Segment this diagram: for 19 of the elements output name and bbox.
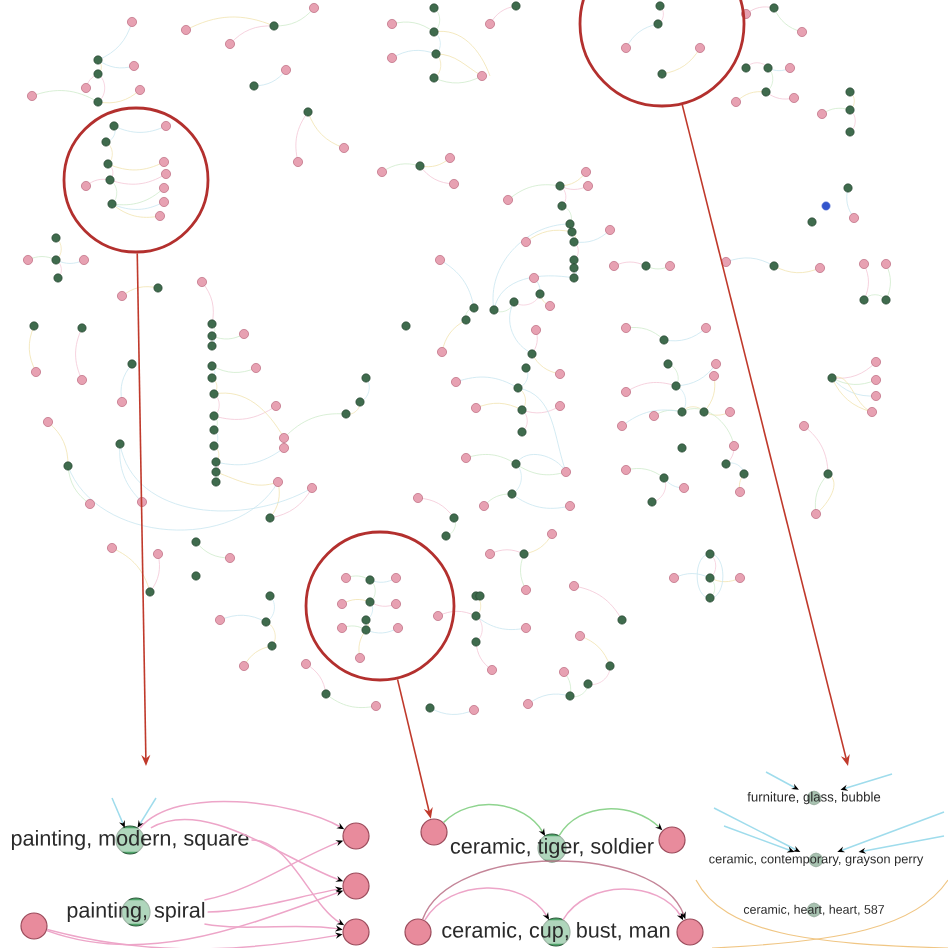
node-circle xyxy=(342,872,370,900)
magnifier-circle xyxy=(304,530,456,682)
node-label: ceramic, cup, bust, man xyxy=(439,920,673,944)
node-label: ceramic, tiger, soldier xyxy=(448,836,656,860)
arrow xyxy=(137,797,157,828)
curved-arrow xyxy=(562,888,684,921)
node-circle xyxy=(342,918,370,946)
node-label: painting, modern, square xyxy=(8,828,252,852)
node-circle xyxy=(342,822,370,850)
magnifier-circle xyxy=(62,106,210,254)
node-circle xyxy=(404,918,432,946)
arrow xyxy=(111,797,125,828)
node-circle xyxy=(676,918,704,946)
arrow xyxy=(765,771,799,790)
node-circle xyxy=(20,912,48,940)
curved-arrow xyxy=(421,860,686,920)
node-circle xyxy=(420,818,448,846)
node-circle xyxy=(658,826,686,854)
node-label: painting, spiral xyxy=(64,900,208,924)
